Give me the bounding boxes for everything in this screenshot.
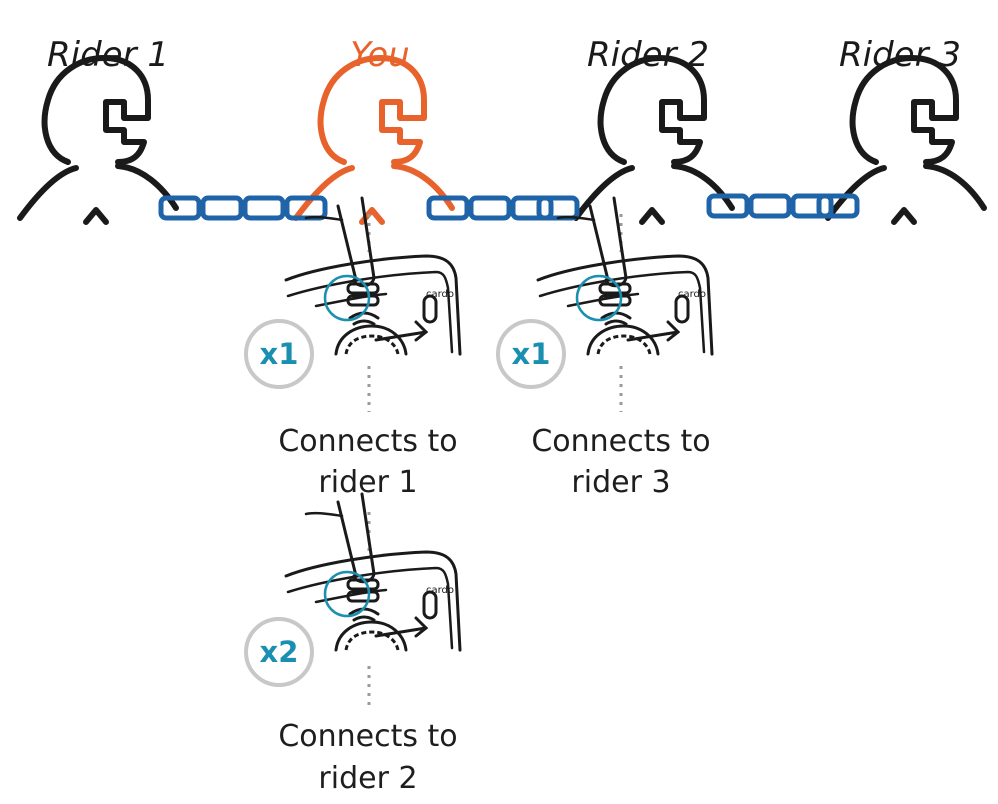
brand-label: cardo — [426, 585, 454, 596]
brand-label: cardo — [678, 289, 706, 300]
chain-link-icon — [203, 198, 241, 218]
button-highlight — [575, 274, 623, 322]
chain-link-icon — [513, 198, 551, 218]
intercom-device-icon — [284, 196, 462, 356]
caption-line1: Connects to — [278, 424, 457, 459]
helmet-icon — [20, 58, 176, 222]
device-panel-1: cardo x1 Connects to rider 1 — [244, 196, 462, 500]
device-panel-3: cardo x2 Connects to rider 2 — [244, 492, 462, 796]
chain-link-icon — [751, 196, 789, 216]
device-panel-2: cardo x1 Connects to rider 3 — [496, 196, 714, 500]
caption-line2: rider 2 — [318, 761, 417, 796]
caption-line1: Connects to — [278, 719, 457, 754]
button-highlight — [323, 570, 371, 618]
chain-link-icon — [471, 198, 509, 218]
chain-link-icon — [793, 196, 831, 216]
press-count-text: x1 — [512, 337, 551, 371]
caption-line2: rider 1 — [318, 465, 417, 500]
chain-link-icon — [539, 198, 577, 218]
intercom-device-icon — [284, 492, 462, 652]
press-count-text: x2 — [260, 635, 299, 669]
chain-link-icon — [161, 198, 199, 218]
chain-link-icon — [245, 198, 283, 218]
button-highlight — [323, 274, 371, 322]
brand-label: cardo — [426, 289, 454, 300]
press-count-badge — [244, 319, 314, 389]
press-count-badge — [244, 617, 314, 687]
intercom-device-icon — [536, 196, 714, 356]
caption-line1: Connects to — [531, 424, 710, 459]
caption-line2: rider 3 — [571, 465, 670, 500]
press-count-badge — [496, 319, 566, 389]
press-count-text: x1 — [260, 337, 299, 371]
